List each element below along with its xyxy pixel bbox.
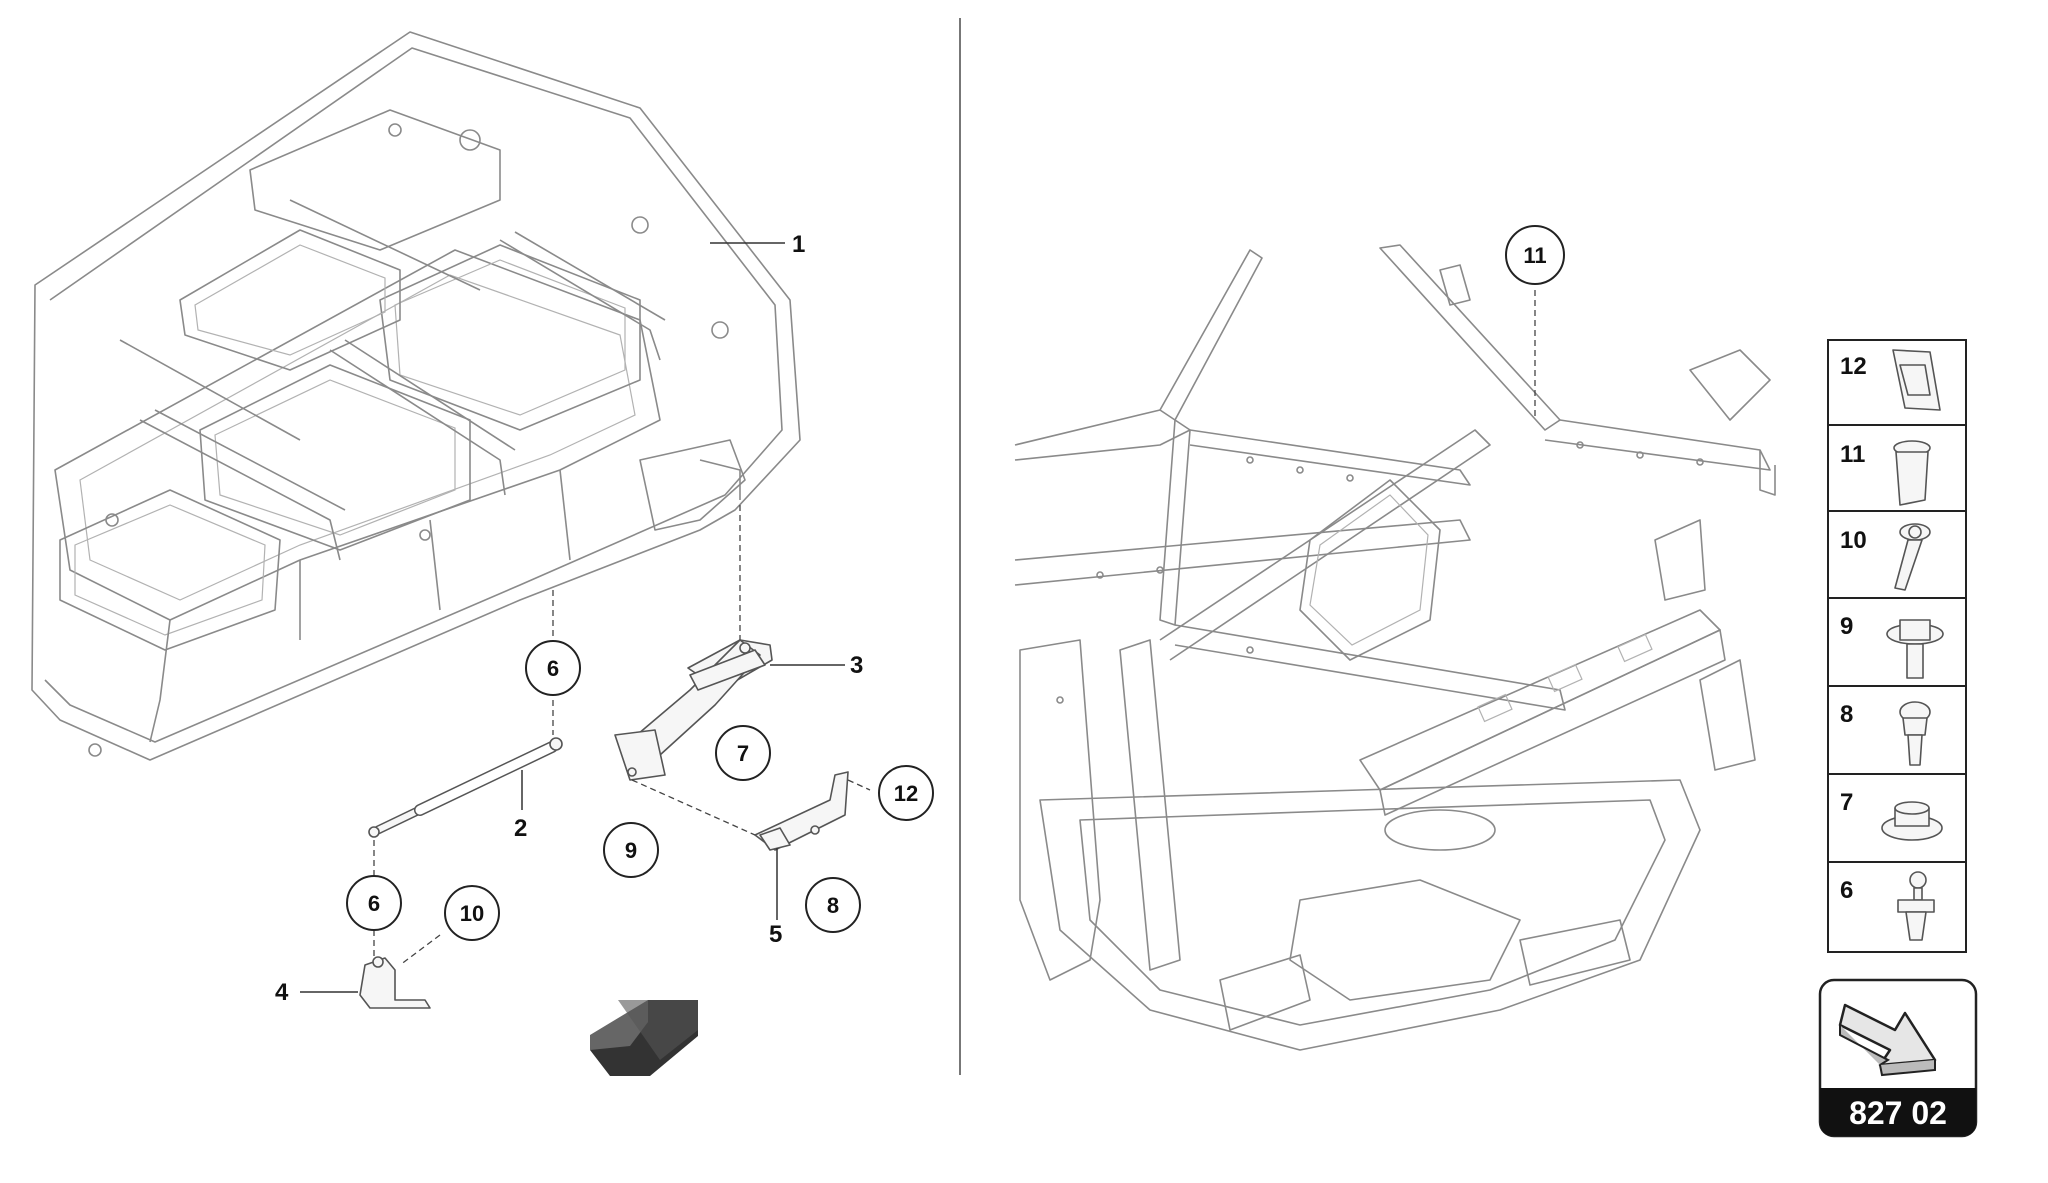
callout-label: 3: [850, 652, 863, 679]
diagram-code-badge: 827 02: [1818, 978, 1978, 1138]
mount-bracket-part: [359, 956, 431, 1009]
callout-label: 11: [1523, 243, 1546, 268]
legend-label: 6: [1840, 877, 1853, 904]
chassis-frame-drawing: [1014, 244, 1776, 1051]
callout-label: 7: [737, 741, 749, 766]
legend-label: 12: [1840, 353, 1867, 380]
engine-lid-drawing: [31, 31, 801, 761]
callout-label: 8: [827, 893, 839, 918]
legend-label: 9: [1840, 613, 1853, 640]
flange-nut-icon: [1881, 801, 1943, 841]
legend-label: 10: [1840, 527, 1867, 554]
callout-label: 6: [368, 891, 380, 916]
torx-bolt-icon: [1899, 701, 1931, 766]
callout-label: 6: [547, 656, 559, 681]
callout-label: 2: [514, 815, 527, 842]
callout-3: 3: [850, 652, 863, 679]
clip-nut-icon: [1892, 349, 1941, 411]
callout-8: 8: [805, 877, 861, 933]
callout-6-lower: 6: [346, 875, 402, 931]
diagram-code: 827 02: [1849, 1095, 1947, 1131]
ball-stud-icon: [1897, 871, 1935, 941]
left-leader-lines: [300, 242, 845, 993]
hinge-part: [614, 639, 773, 781]
gas-strut-part: [368, 737, 563, 838]
callout-5: 5: [769, 921, 782, 948]
orientation-arrow-icon: [1838, 1003, 1937, 1077]
hex-bolt-icon: [1886, 619, 1944, 679]
callout-label: 9: [625, 838, 637, 863]
legend-label: 7: [1840, 789, 1853, 816]
direction-arrow-icon: [590, 1000, 698, 1076]
callout-4: 4: [275, 979, 289, 1006]
callout-12: 12: [878, 765, 934, 821]
fastener-legend: 12 11 10 9 8: [1827, 339, 1967, 953]
callout-label: 12: [894, 781, 918, 806]
callout-label: 10: [460, 901, 484, 926]
callout-1: 1: [792, 231, 805, 258]
callout-10: 10: [444, 885, 500, 941]
callout-7: 7: [715, 725, 771, 781]
legend-label: 11: [1840, 441, 1865, 468]
callout-label: 5: [769, 921, 782, 948]
callout-2: 2: [514, 815, 527, 842]
callout-6-upper: 6: [525, 640, 581, 696]
rivet-icon: [1893, 440, 1931, 506]
legend-label: 8: [1840, 701, 1853, 728]
bracket-part: [754, 771, 849, 851]
callout-label: 4: [275, 979, 289, 1006]
callout-11: 11: [1505, 225, 1565, 285]
callout-label: 1: [792, 231, 805, 258]
callout-9: 9: [603, 822, 659, 878]
flange-bolt-icon: [1894, 523, 1931, 591]
